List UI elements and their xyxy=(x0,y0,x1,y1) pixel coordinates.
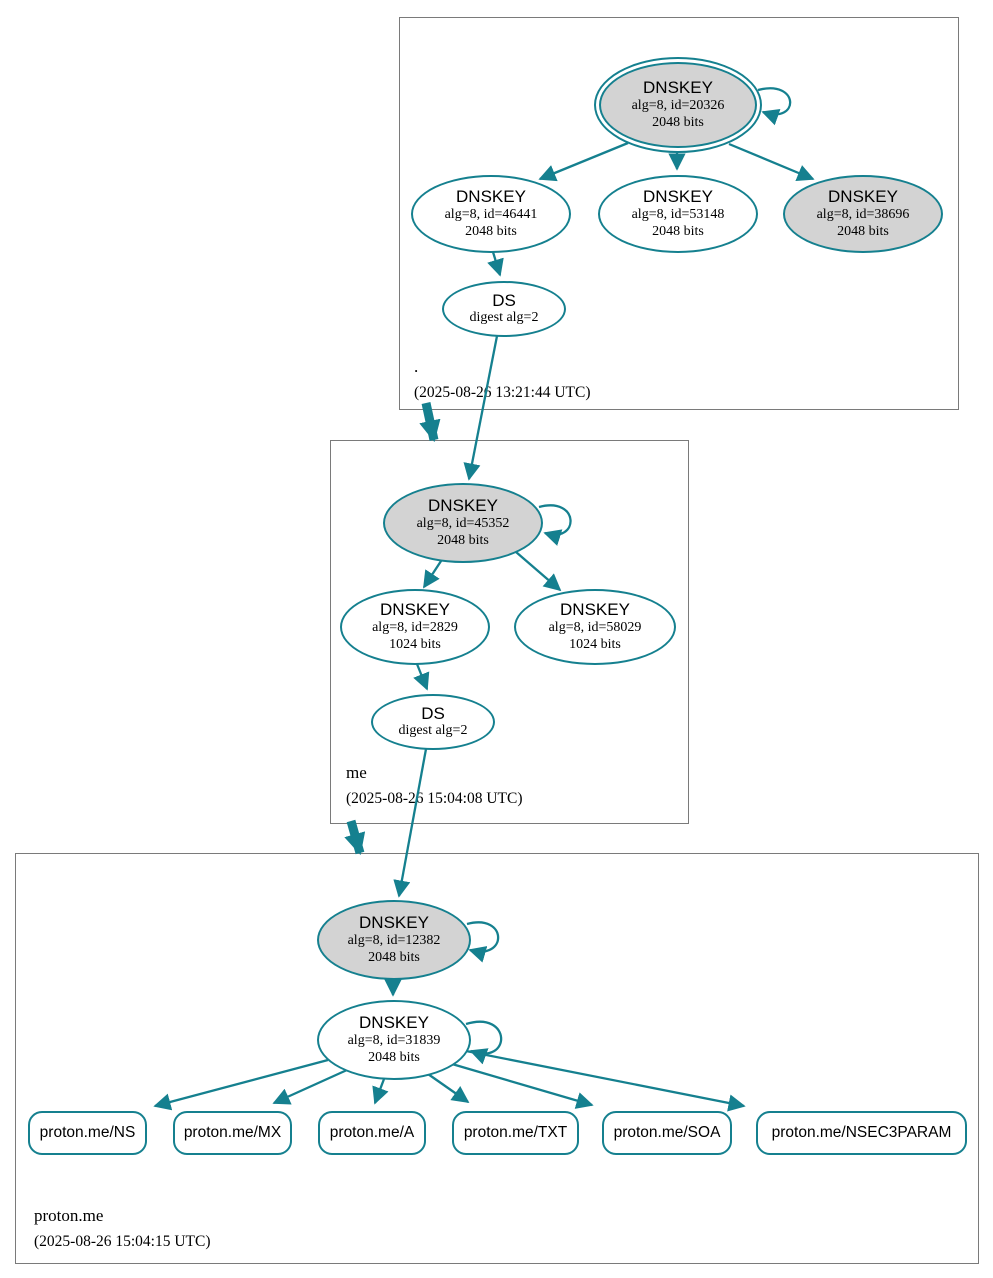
node-title: DNSKEY xyxy=(643,187,713,207)
rrset-proton-me-txt: proton.me/TXT xyxy=(452,1111,579,1155)
node-title: DS xyxy=(492,290,516,310)
me-dnskey-58029-node: DNSKEY alg=8, id=58029 1024 bits xyxy=(514,589,676,665)
rrset-proton-me-mx: proton.me/MX xyxy=(173,1111,292,1155)
node-alg-id: alg=8, id=12382 xyxy=(347,932,441,948)
node-title: DNSKEY xyxy=(428,496,498,516)
rrset-proton-me-soa: proton.me/SOA xyxy=(602,1111,732,1155)
root-dnskey-38696-node: DNSKEY alg=8, id=38696 2048 bits xyxy=(783,175,943,253)
node-title: DNSKEY xyxy=(456,187,526,207)
me-ds-node: DS digest alg=2 xyxy=(371,694,495,750)
node-digest: digest alg=2 xyxy=(469,310,539,326)
node-alg-id: alg=8, id=46441 xyxy=(444,206,538,222)
node-title: DNSKEY xyxy=(643,78,713,98)
root-ksk-dnskey-node: DNSKEY alg=8, id=20326 2048 bits xyxy=(594,57,762,153)
node-title: DNSKEY xyxy=(380,600,450,620)
rrset-label: proton.me/A xyxy=(329,1124,415,1141)
node-alg-id: alg=8, id=38696 xyxy=(816,206,910,222)
node-bits: 2048 bits xyxy=(652,223,704,239)
node-bits: 2048 bits xyxy=(652,114,704,130)
rrset-proton-me-nsec3param: proton.me/NSEC3PARAM xyxy=(756,1111,967,1155)
rrset-label: proton.me/NSEC3PARAM xyxy=(771,1124,952,1141)
zone-name: me xyxy=(346,763,367,782)
node-bits: 1024 bits xyxy=(569,636,621,652)
rrset-label: proton.me/NS xyxy=(39,1124,136,1141)
node-alg-id: alg=8, id=31839 xyxy=(347,1032,441,1048)
node-bits: 2048 bits xyxy=(837,223,889,239)
zone-label-root: . (2025-08-26 13:21:44 UTC) xyxy=(414,357,591,402)
proton-zsk-dnskey-node: DNSKEY alg=8, id=31839 2048 bits xyxy=(317,1000,471,1080)
zone-box-root: DNSKEY alg=8, id=20326 2048 bits DNSKEY … xyxy=(399,17,959,410)
node-alg-id: alg=8, id=20326 xyxy=(631,97,725,113)
zone-label-me: me (2025-08-26 15:04:08 UTC) xyxy=(346,763,523,808)
zone-name: . xyxy=(414,357,419,376)
node-alg-id: alg=8, id=53148 xyxy=(631,206,725,222)
me-dnskey-2829-node: DNSKEY alg=8, id=2829 1024 bits xyxy=(340,589,490,665)
zone-box-me: DNSKEY alg=8, id=45352 2048 bits DNSKEY … xyxy=(330,440,689,824)
rrset-label: proton.me/SOA xyxy=(613,1124,721,1141)
node-bits: 2048 bits xyxy=(368,1049,420,1065)
node-title: DS xyxy=(421,703,445,723)
node-title: DNSKEY xyxy=(359,1013,429,1033)
node-bits: 2048 bits xyxy=(437,532,489,548)
node-digest: digest alg=2 xyxy=(398,723,468,739)
zone-box-proton-me: DNSKEY alg=8, id=12382 2048 bits DNSKEY … xyxy=(15,853,979,1264)
edge-zone-me-to-proton xyxy=(344,819,366,856)
root-dnskey-46441-node: DNSKEY alg=8, id=46441 2048 bits xyxy=(411,175,571,253)
me-ksk-dnskey-node: DNSKEY alg=8, id=45352 2048 bits xyxy=(383,483,543,563)
root-dnskey-53148-node: DNSKEY alg=8, id=53148 2048 bits xyxy=(598,175,758,253)
rrset-proton-me-a: proton.me/A xyxy=(318,1111,426,1155)
zone-timestamp: (2025-08-26 13:21:44 UTC) xyxy=(414,384,591,401)
node-bits: 2048 bits xyxy=(465,223,517,239)
rrset-proton-me-ns: proton.me/NS xyxy=(28,1111,147,1155)
node-title: DNSKEY xyxy=(359,913,429,933)
node-alg-id: alg=8, id=45352 xyxy=(416,515,510,531)
node-title: DNSKEY xyxy=(828,187,898,207)
rrset-label: proton.me/TXT xyxy=(463,1124,568,1141)
node-title: DNSKEY xyxy=(560,600,630,620)
node-bits: 2048 bits xyxy=(368,949,420,965)
rrset-label: proton.me/MX xyxy=(183,1124,282,1141)
node-alg-id: alg=8, id=58029 xyxy=(548,619,642,635)
node-alg-id: alg=8, id=2829 xyxy=(372,619,458,635)
node-bits: 1024 bits xyxy=(389,636,441,652)
proton-ksk-dnskey-node: DNSKEY alg=8, id=12382 2048 bits xyxy=(317,900,471,980)
zone-label-proton-me: proton.me (2025-08-26 15:04:15 UTC) xyxy=(34,1206,211,1251)
zone-name: proton.me xyxy=(34,1206,104,1225)
zone-timestamp: (2025-08-26 15:04:15 UTC) xyxy=(34,1233,211,1250)
zone-timestamp: (2025-08-26 15:04:08 UTC) xyxy=(346,790,523,807)
root-ds-node: DS digest alg=2 xyxy=(442,281,566,337)
